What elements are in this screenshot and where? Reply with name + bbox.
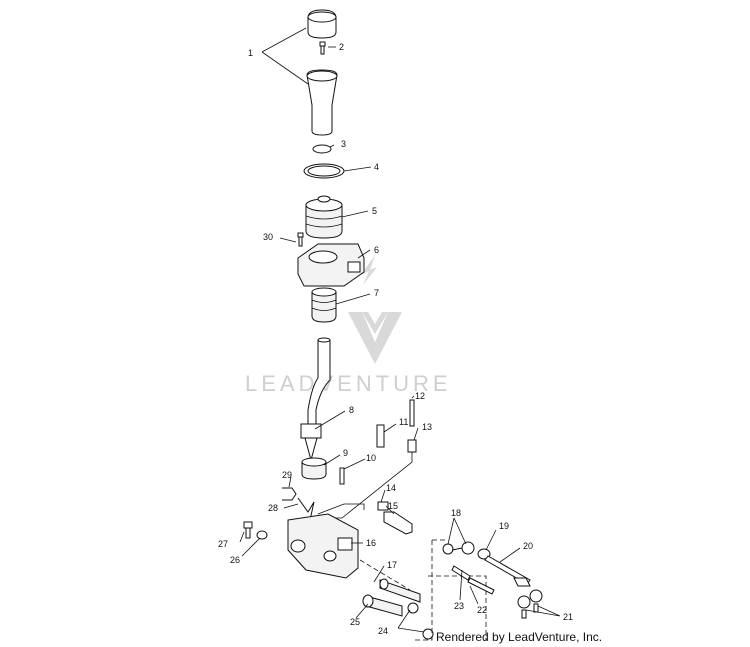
callout-26: 26 xyxy=(230,555,240,565)
dashed-guide-right xyxy=(428,575,487,640)
callout-12: 12 xyxy=(415,391,425,401)
callout-16: 16 xyxy=(366,538,376,548)
callout-13: 13 xyxy=(422,422,432,432)
dashed-guide-left xyxy=(359,539,446,641)
callout-7: 7 xyxy=(374,288,379,298)
callout-29: 29 xyxy=(282,470,292,480)
callout-22: 22 xyxy=(477,605,487,615)
callout-2: 2 xyxy=(339,42,344,52)
callout-1: 1 xyxy=(248,48,253,58)
callout-10: 10 xyxy=(366,453,376,463)
callout-18: 18 xyxy=(451,508,461,518)
part-24-nuts xyxy=(407,602,434,640)
part-8-lever xyxy=(300,337,331,462)
callout-25: 25 xyxy=(350,617,360,627)
part-25-tube xyxy=(362,594,403,617)
part-6-housing xyxy=(297,243,365,287)
part-23-adjuster xyxy=(451,565,471,581)
part-4-seal xyxy=(303,163,345,179)
callout-19: 19 xyxy=(499,521,509,531)
callout-15: 15 xyxy=(388,501,398,511)
part-27-bolt xyxy=(243,521,253,539)
leader-lines xyxy=(239,27,561,633)
callout-24: 24 xyxy=(378,626,388,636)
watermark-text: LEADVENTURE xyxy=(245,371,452,396)
callout-27: 27 xyxy=(218,539,228,549)
part-26-washer xyxy=(256,530,268,540)
callout-17: 17 xyxy=(387,560,397,570)
part-21-ball-joints xyxy=(513,577,543,619)
callout-20: 20 xyxy=(523,541,533,551)
callout-9: 9 xyxy=(343,448,348,458)
callout-8: 8 xyxy=(349,405,354,415)
part-12-rod xyxy=(409,399,415,427)
leadventure-watermark: LEADVENTURE xyxy=(245,255,452,396)
part-1-knob xyxy=(306,9,338,136)
credit-text: Rendered by LeadVenture, Inc. xyxy=(436,630,602,644)
callout-3: 3 xyxy=(341,139,346,149)
part-5-boot xyxy=(305,195,343,239)
part-15-bracket xyxy=(383,511,413,535)
part-18-rod-ends xyxy=(442,541,475,555)
part-2-screw xyxy=(319,41,326,55)
part-30-screw xyxy=(297,232,304,247)
callout-21: 21 xyxy=(563,612,573,622)
part-10-stud xyxy=(339,467,345,485)
callout-4: 4 xyxy=(374,162,379,172)
part-3-ring xyxy=(312,144,332,154)
part-14-link xyxy=(377,501,389,511)
callout-14: 14 xyxy=(386,483,396,493)
part-17-tube xyxy=(379,578,421,603)
part-11-pin xyxy=(376,424,385,448)
part-22-rod xyxy=(467,577,495,595)
part-7-bellows xyxy=(311,287,337,323)
callout-23: 23 xyxy=(454,601,464,611)
part-9-bushing xyxy=(301,457,327,480)
callout-28: 28 xyxy=(268,503,278,513)
part-16-bracket xyxy=(287,503,365,579)
part-28-spring xyxy=(297,497,315,521)
callout-labels: 1 2 3 4 5 6 7 8 9 10 11 12 13 14 15 16 1… xyxy=(218,42,573,636)
callout-6: 6 xyxy=(374,245,379,255)
callout-30: 30 xyxy=(263,232,273,242)
part-29-clip xyxy=(282,487,297,501)
callout-11: 11 xyxy=(399,417,408,427)
callout-5: 5 xyxy=(372,206,377,216)
